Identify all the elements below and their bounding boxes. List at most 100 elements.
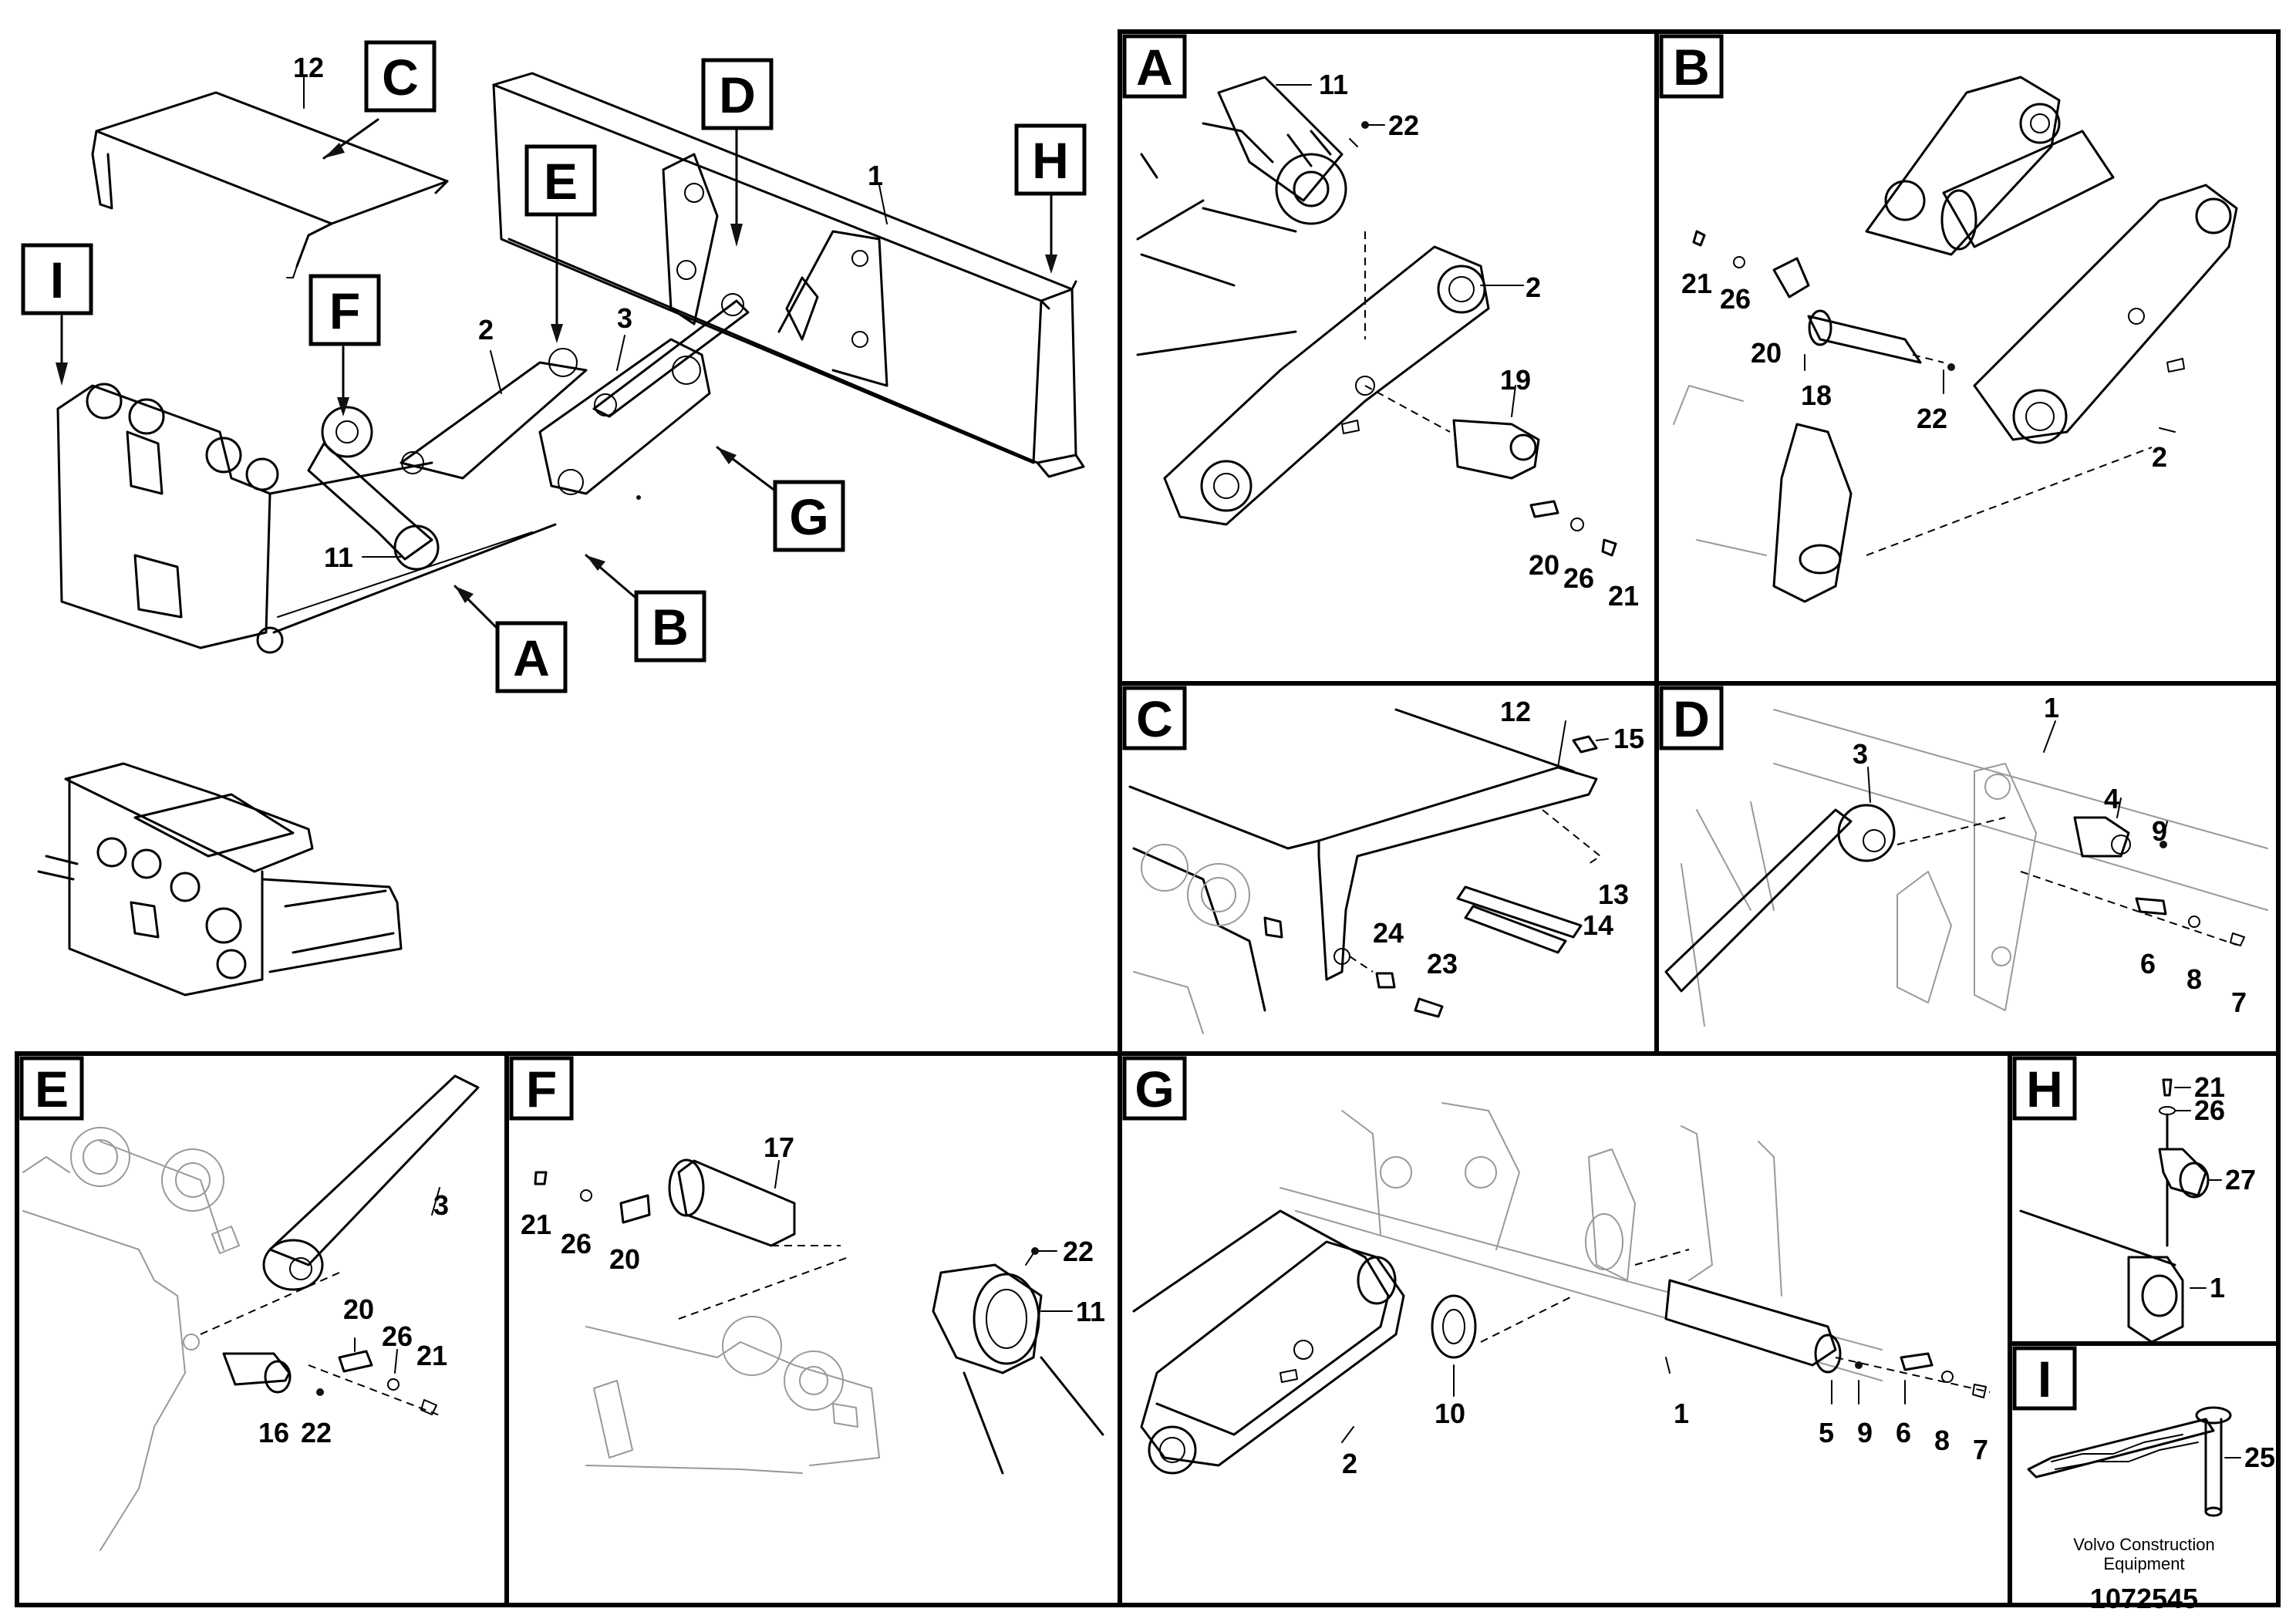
panel-g-drawing: 10 1 2 5 9 6 8 7 xyxy=(1132,1102,1991,1479)
panel-d-frame xyxy=(1654,681,2281,1056)
company-name-line2: Equipment xyxy=(2103,1554,2184,1573)
attachment-frame xyxy=(56,383,284,654)
part-number: 4 xyxy=(2104,783,2119,814)
detail-panel-frames xyxy=(15,29,2281,1607)
linkage xyxy=(268,293,750,634)
callout-box-a[interactable] xyxy=(495,621,568,693)
part-number: 5 xyxy=(1819,1417,1834,1448)
overview-drawing: C I F E D H G B A 12 1 2 3 11 xyxy=(21,40,1087,693)
callout-d: D xyxy=(719,66,756,123)
overview-part-numbers: 12 1 2 3 11 xyxy=(293,52,883,573)
part-number: 1 xyxy=(2210,1272,2225,1303)
panel-i-drawing: 25 xyxy=(2027,1406,2275,1517)
part-number: 26 xyxy=(1720,283,1751,315)
part-number: 22 xyxy=(1063,1236,1094,1267)
part-number: 3 xyxy=(1853,738,1868,770)
part-number: 6 xyxy=(1896,1417,1911,1448)
part-number: 20 xyxy=(1751,337,1782,369)
callout-box-b[interactable] xyxy=(634,590,706,663)
part-number: 24 xyxy=(1373,917,1404,949)
part-number: 9 xyxy=(1857,1417,1873,1448)
panel-f-label: F xyxy=(526,1061,557,1118)
panel-e-drawing: 3 20 26 21 16 22 xyxy=(22,1074,480,1551)
callout-f: F xyxy=(329,282,360,339)
callout-box-i[interactable] xyxy=(21,243,93,315)
part-number: 26 xyxy=(1563,562,1594,594)
part-number: 14 xyxy=(1583,909,1613,941)
part-number: 26 xyxy=(561,1228,592,1259)
part-number: 12 xyxy=(1500,696,1531,727)
callout-box-h[interactable] xyxy=(1014,123,1087,196)
part-number: 2 xyxy=(2152,441,2167,473)
part-number: 15 xyxy=(1613,723,1644,754)
part-number: 3 xyxy=(433,1189,449,1221)
part-number: 3 xyxy=(617,302,632,334)
panel-i-frame xyxy=(2008,1341,2281,1607)
drawing-number: 1072545 xyxy=(2090,1583,2198,1614)
part-number: 20 xyxy=(1529,549,1559,581)
part-number: 2 xyxy=(478,314,494,346)
callout-a: A xyxy=(513,629,550,686)
part-number: 7 xyxy=(1973,1434,1988,1465)
part-number: 13 xyxy=(1598,878,1629,910)
panel-h-drawing: 21 26 27 1 xyxy=(2019,1071,2256,1344)
part-number: 21 xyxy=(1608,580,1639,612)
callout-i: I xyxy=(50,251,64,309)
part-number: 20 xyxy=(343,1293,374,1325)
callout-b: B xyxy=(652,599,689,656)
overview-leaders xyxy=(56,76,1057,634)
panel-b-frame xyxy=(1654,29,2281,686)
part-number: 27 xyxy=(2225,1164,2256,1195)
part-number: 2 xyxy=(1526,271,1541,303)
callout-box-c[interactable] xyxy=(364,40,437,113)
title-block: Volvo Construction Equipment 1072545 xyxy=(2073,1535,2214,1614)
part-number: 11 xyxy=(1319,69,1348,100)
part-number: 7 xyxy=(2231,986,2247,1018)
part-number: 21 xyxy=(1681,268,1712,299)
part-number: 22 xyxy=(1917,403,1947,434)
panel-d-label: D xyxy=(1673,690,1710,747)
company-name-line1: Volvo Construction xyxy=(2073,1535,2214,1554)
panel-c-drawing: 12 15 13 14 24 23 xyxy=(1128,696,1644,1034)
panel-g-label: G xyxy=(1135,1061,1174,1118)
panel-i-label: I xyxy=(2038,1351,2052,1408)
callout-box-d[interactable] xyxy=(701,58,774,130)
part-number: 17 xyxy=(764,1131,794,1163)
panel-e-frame xyxy=(15,1051,509,1607)
callout-box-f[interactable] xyxy=(308,274,381,346)
callout-g: G xyxy=(789,488,828,545)
part-number: 10 xyxy=(1435,1398,1465,1429)
panel-label-boxes: A B C D E F G H I xyxy=(19,34,2077,1411)
callout-box-e[interactable] xyxy=(524,144,597,217)
part-number: 26 xyxy=(382,1320,413,1352)
part-number: 21 xyxy=(2194,1071,2225,1103)
part-number: 9 xyxy=(2152,815,2167,847)
part-number: 21 xyxy=(521,1209,551,1240)
part-number: 19 xyxy=(1500,364,1531,396)
part-number: 8 xyxy=(2186,963,2202,995)
part-number: 22 xyxy=(1388,110,1419,141)
panel-g-frame xyxy=(1118,1051,2012,1607)
cover-plate xyxy=(91,91,449,278)
part-number: 20 xyxy=(609,1243,640,1275)
panel-a-drawing: 11 22 2 19 20 26 21 xyxy=(1136,69,1639,612)
part-number: 2 xyxy=(1342,1448,1357,1479)
panel-f-drawing: 17 21 26 20 22 11 xyxy=(521,1131,1105,1475)
callout-h: H xyxy=(1032,132,1069,189)
callout-box-g[interactable] xyxy=(773,480,845,552)
panel-c-label: C xyxy=(1136,690,1173,747)
part-number: 21 xyxy=(416,1340,447,1371)
part-number: 11 xyxy=(324,541,353,573)
part-number: 11 xyxy=(1076,1296,1105,1327)
part-number: 26 xyxy=(2194,1094,2225,1126)
callout-e: E xyxy=(544,153,578,210)
panel-h-label: H xyxy=(2026,1061,2063,1118)
panel-e-label: E xyxy=(35,1061,69,1118)
panel-b-label: B xyxy=(1673,39,1710,96)
part-number: 22 xyxy=(301,1417,332,1448)
panel-a-label: A xyxy=(1136,39,1173,96)
part-number: 16 xyxy=(258,1417,289,1448)
part-number: 1 xyxy=(1674,1398,1689,1429)
part-number: 1 xyxy=(2044,692,2059,723)
